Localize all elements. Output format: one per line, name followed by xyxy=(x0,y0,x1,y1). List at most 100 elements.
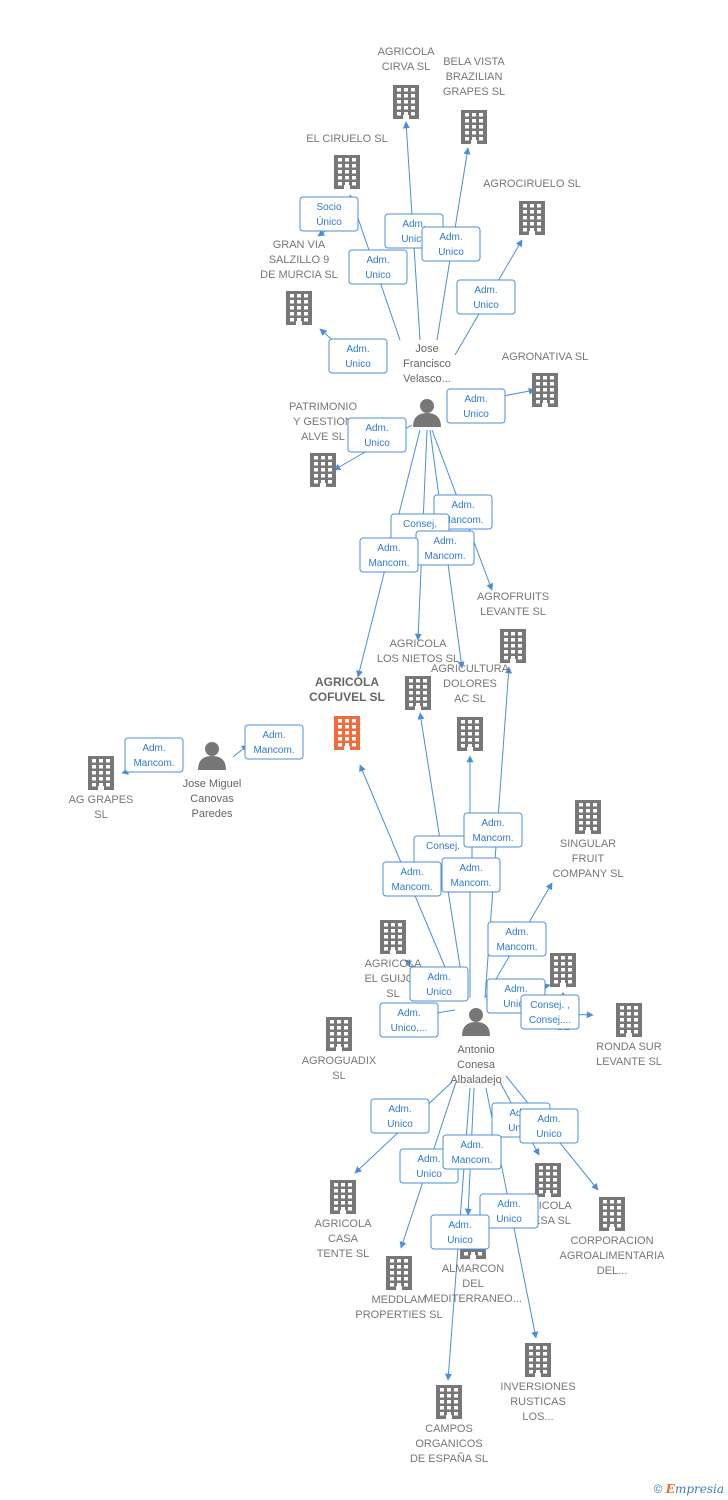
node-label-line: SL xyxy=(94,809,107,821)
company-node-inversiones[interactable]: INVERSIONESRUSTICASLOS... xyxy=(500,1343,576,1423)
building-icon xyxy=(599,1197,625,1231)
edge-label-box xyxy=(348,249,408,285)
node-label-line: Jose Miguel xyxy=(183,778,242,790)
edge-label-box xyxy=(124,737,184,773)
node-label-line: AGRICOLA xyxy=(315,675,379,689)
edge-role-label[interactable]: Adm.Mancom. xyxy=(463,812,523,848)
edge-label-line: Adm. xyxy=(505,927,528,938)
node-label-line: Jose xyxy=(415,343,438,355)
building-icon xyxy=(436,1385,462,1419)
edge-role-label[interactable]: Adm.Mancom. xyxy=(487,921,547,957)
edge-label-line: Unico xyxy=(496,1214,522,1225)
edge-role-label[interactable]: Adm.Unico xyxy=(479,1193,539,1229)
edge-label-box xyxy=(328,338,388,374)
edge-role-label[interactable]: Adm.Unico xyxy=(409,966,469,1002)
building-icon xyxy=(330,1180,356,1214)
edge-label-box xyxy=(430,1214,490,1250)
node-label-line: Conesa xyxy=(457,1059,496,1071)
company-node-corporacion[interactable]: CORPORACIONAGROALIMENTARIADEL... xyxy=(560,1197,666,1277)
building-icon xyxy=(334,155,360,189)
edge-role-label[interactable]: Adm.Mancom. xyxy=(415,530,475,566)
edge-role-label[interactable]: Adm.Mancom. xyxy=(124,737,184,773)
edge-role-label[interactable]: Adm. Unico xyxy=(328,338,388,374)
edge-role-label[interactable]: Adm.Mancom. xyxy=(442,1134,502,1170)
edge-role-label[interactable]: Adm.Unico xyxy=(348,249,408,285)
node-label-line: MEDDLAM xyxy=(371,1294,426,1306)
edge-role-label[interactable]: Consej. ,Consej.... xyxy=(520,994,580,1030)
node-label-line: AGRICOLA xyxy=(378,46,436,58)
edge-role-label[interactable]: Adm.Mancom. xyxy=(441,857,501,893)
edge-label-line: Único xyxy=(316,215,342,228)
company-node-meddlam[interactable]: MEDDLAM PROPERTIES SL xyxy=(355,1256,443,1321)
person-node-jose-francisco[interactable]: JoseFranciscoVelasco... xyxy=(403,343,451,427)
edge-role-label[interactable]: Adm.Unico xyxy=(370,1098,430,1134)
node-label-line: CASA xyxy=(328,1233,359,1245)
node-label-line: LOS NIETOS SL xyxy=(377,653,459,665)
edge-role-label[interactable]: Adm.Unico xyxy=(421,226,481,262)
node-label-line: Francisco xyxy=(403,358,451,370)
edge-label-box xyxy=(299,196,359,232)
node-label-line: DEL... xyxy=(597,1265,628,1277)
edge-label-box xyxy=(370,1098,430,1134)
company-node-el-ciruelo[interactable]: EL CIRUELO SL xyxy=(306,133,388,189)
edge-label-box xyxy=(487,921,547,957)
edge-label-box xyxy=(463,812,523,848)
edge-label-line: Unico xyxy=(345,359,371,370)
edge-label-line: Adm. xyxy=(439,232,462,243)
building-icon xyxy=(532,373,558,407)
node-label-line: ALVE SL xyxy=(301,431,345,443)
edge-role-label[interactable]: Adm.Unico xyxy=(446,388,506,424)
empresia-logo[interactable]: Empresia xyxy=(665,1482,724,1496)
company-node-agronativa[interactable]: AGRONATIVA SL xyxy=(502,351,588,407)
edge-label-line: Adm. xyxy=(504,984,527,995)
node-label-line: BELA VISTA xyxy=(443,56,505,68)
company-node-agrociruelo[interactable]: AGROCIRUELO SL xyxy=(483,178,581,235)
node-label-line: PROPERTIES SL xyxy=(355,1309,442,1321)
edge-label-line: Consej. xyxy=(403,519,437,530)
building-icon xyxy=(405,676,431,710)
edge-role-label[interactable]: Adm.Unico xyxy=(456,279,516,315)
edge-role-label[interactable]: Adm.Mancom. xyxy=(244,724,304,760)
node-label-line: COFUVEL SL xyxy=(309,690,385,704)
building-icon xyxy=(457,717,483,751)
edge-role-label[interactable]: Adm.Unico xyxy=(347,417,407,453)
node-label-line: SL xyxy=(386,988,399,1000)
edge-role-label[interactable]: Adm.Mancom. xyxy=(382,861,442,897)
edge-label-line: Adm. xyxy=(448,1220,471,1231)
edge-role-label[interactable]: Adm.Mancom. xyxy=(359,537,419,573)
node-label-line: SALZILLO 9 xyxy=(269,254,330,266)
edge-label-line: Adm. xyxy=(481,818,504,829)
edge-label-box xyxy=(519,1108,579,1144)
edge-label-line: Adm. xyxy=(346,344,369,355)
node-label-line: AC SL xyxy=(454,693,486,705)
edge-label-line: Mancom. xyxy=(391,882,432,893)
node-label-line: DEL xyxy=(462,1278,483,1290)
edge-role-label[interactable]: Adm.Unico,... xyxy=(379,1002,439,1038)
node-label-line: DE MURCIA SL xyxy=(260,269,338,281)
node-label-line: Paredes xyxy=(192,808,233,820)
edge-label-line: Adm. xyxy=(459,863,482,874)
edge-label-box xyxy=(421,226,481,262)
node-label-line: AGROFRUITS xyxy=(477,591,549,603)
edge-role-label[interactable]: Adm.Unico xyxy=(430,1214,490,1250)
edge-role-label[interactable]: Adm.Unico xyxy=(519,1108,579,1144)
